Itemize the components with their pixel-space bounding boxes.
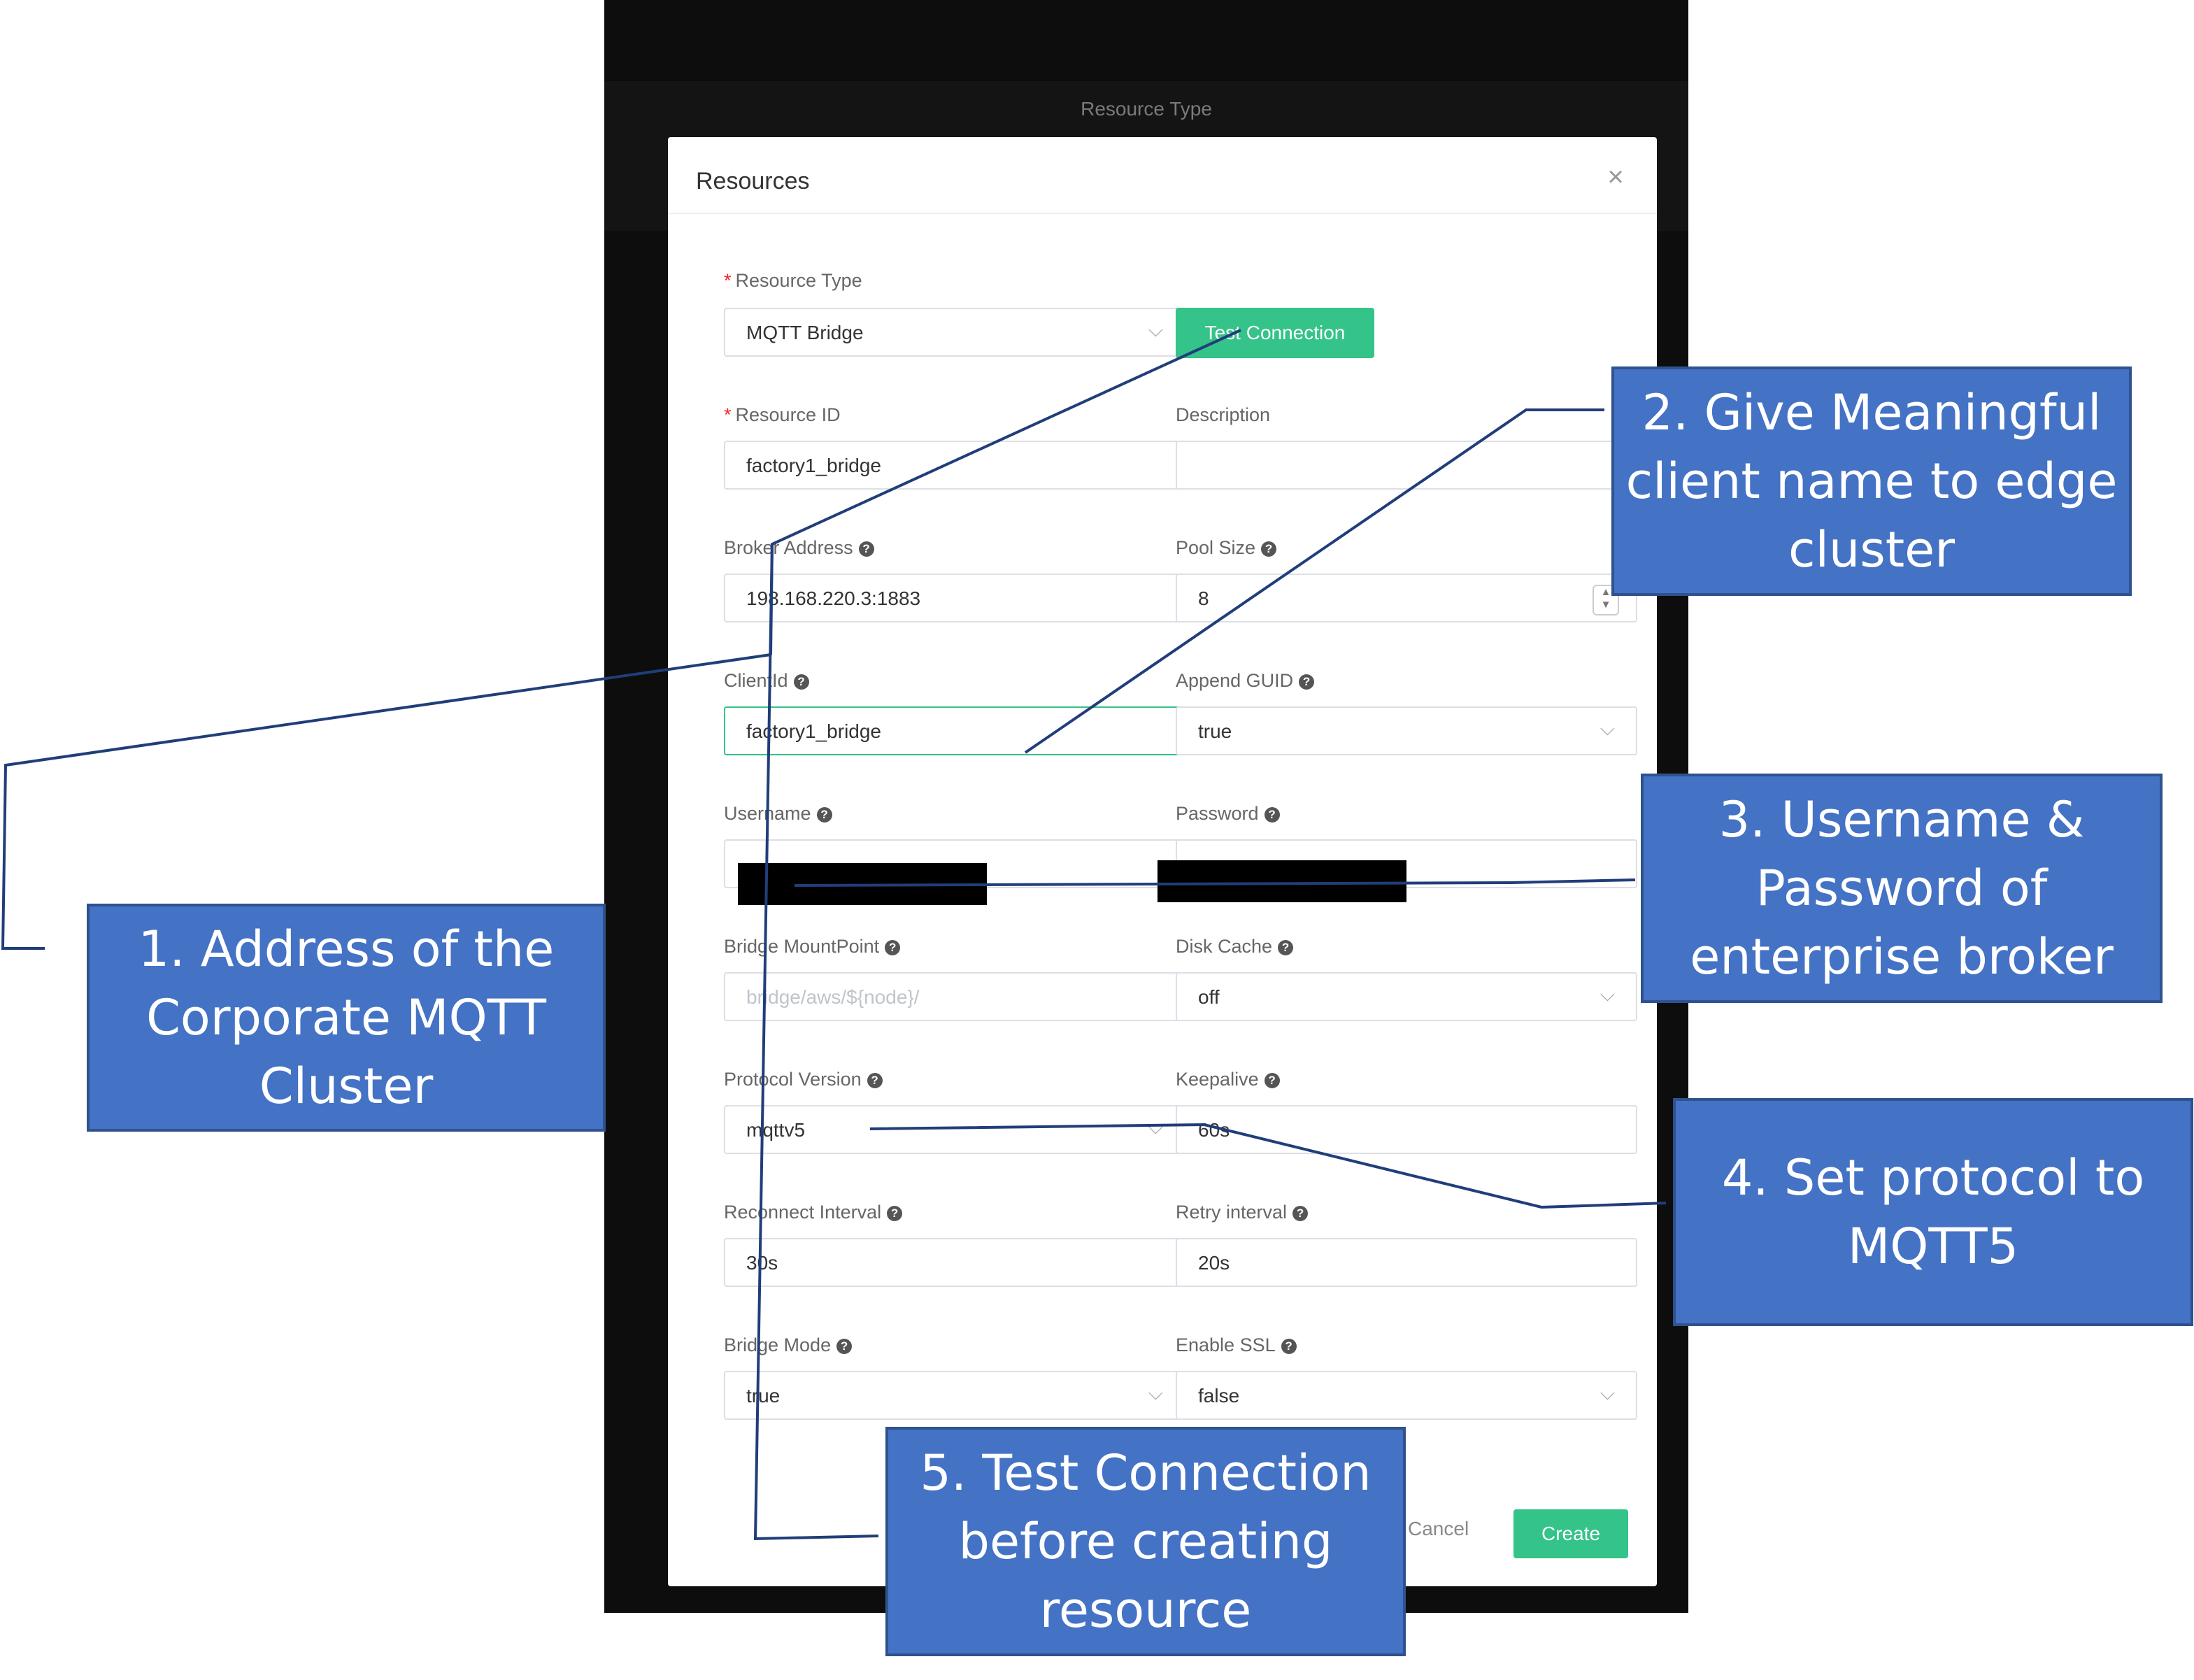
broker-address-label: Broker Address? [724,537,874,559]
resource-id-input[interactable]: factory1_bridge [724,441,1185,490]
resource-id-value: factory1_bridge [746,455,882,476]
retry-interval-label-text: Retry interval [1176,1202,1288,1223]
protocol-version-label-text: Protocol Version [724,1069,862,1090]
broker-address-input[interactable]: 198.168.220.3:1883 [724,574,1185,622]
help-icon[interactable]: ? [816,806,832,823]
resource-id-label: *Resource ID [724,404,841,426]
help-icon[interactable]: ? [836,1338,853,1354]
dialog-title: Resources [696,168,810,194]
resource-type-label: *Resource Type [724,270,862,292]
leader-line-client-name [1024,408,1604,754]
resource-type-select[interactable]: MQTT Bridge ⌵ [724,308,1185,357]
chevron-down-icon: ⌵ [1148,319,1163,341]
create-button[interactable]: Create [1513,1509,1628,1558]
reconnect-interval-label: Reconnect Interval? [724,1202,903,1223]
bridge-mountpoint-label: Bridge MountPoint? [724,936,901,958]
help-icon[interactable]: ? [1281,1338,1297,1354]
bridge-mountpoint-label-text: Bridge MountPoint [724,936,880,957]
resource-id-label-text: Resource ID [735,404,841,425]
callout-protocol-version: 4. Set protocol to MQTT5 [1673,1098,2193,1326]
chevron-down-icon: ⌵ [1148,1116,1163,1138]
help-icon[interactable]: ? [793,674,809,690]
enable-ssl-label: Enable SSL? [1176,1334,1297,1356]
protocol-version-select[interactable]: mqttv5 ⌵ [724,1105,1185,1154]
required-marker: * [724,404,732,425]
bridge-mode-value: true [746,1385,781,1407]
help-icon[interactable]: ? [1264,1072,1280,1088]
leader-line-test-connection [753,329,1241,1541]
reconnect-interval-value: 30s [746,1252,778,1274]
bridge-mountpoint-placeholder: bridge/aws/${node}/ [746,986,920,1008]
append-guid-select[interactable]: true ⌵ [1176,706,1637,755]
help-icon[interactable]: ? [1299,674,1315,690]
password-label: Password? [1176,803,1280,825]
callout-broker-address: 1. Address of the Corporate MQTT Cluster [87,904,606,1132]
number-stepper-icon[interactable]: ▲▼ [1593,585,1619,615]
test-connection-button[interactable]: Test Connection [1176,308,1374,358]
enable-ssl-select[interactable]: false ⌵ [1176,1371,1637,1420]
append-guid-label-text: Append GUID [1176,670,1294,691]
protocol-version-value: mqttv5 [746,1119,806,1141]
keepalive-label: Keepalive? [1176,1069,1280,1090]
bridge-mode-label: Bridge Mode? [724,1334,853,1356]
chevron-down-icon: ⌵ [1600,718,1615,739]
help-icon[interactable]: ? [858,541,874,557]
keepalive-label-text: Keepalive [1176,1069,1259,1090]
help-icon[interactable]: ? [1278,939,1294,955]
help-icon[interactable]: ? [1264,806,1280,823]
leader-line-protocol-version [869,1123,1667,1209]
help-icon[interactable]: ? [867,1072,883,1088]
retry-interval-label: Retry interval? [1176,1202,1309,1223]
enable-ssl-value: false [1198,1385,1240,1407]
broker-address-label-text: Broker Address [724,537,853,558]
retry-interval-value: 20s [1198,1252,1230,1274]
leader-line-broker-address [1,653,771,950]
callout-test-connection: 5. Test Connection before creating resou… [885,1427,1406,1656]
retry-interval-input[interactable]: 20s [1176,1238,1637,1287]
required-marker: * [724,270,732,291]
resources-dialog: Resources × *Resource Type MQTT Bridge ⌵… [668,137,1657,1586]
broker-address-value: 198.168.220.3:1883 [746,588,921,609]
disk-cache-value: off [1198,986,1220,1008]
help-icon[interactable]: ? [887,1205,903,1221]
protocol-version-label: Protocol Version? [724,1069,883,1090]
disk-cache-label: Disk Cache? [1176,936,1294,958]
resource-type-value: MQTT Bridge [746,322,864,343]
reconnect-interval-input[interactable]: 30s [724,1238,1185,1287]
callout-client-name: 2. Give Meaningful client name to edge c… [1611,366,2132,596]
chevron-down-icon: ⌵ [1148,1382,1163,1404]
append-guid-label: Append GUID? [1176,670,1315,692]
help-icon[interactable]: ? [1261,541,1277,557]
leader-line-username-password [794,878,1636,887]
client-id-label-text: ClientId [724,670,788,691]
pool-size-value: 8 [1198,588,1209,609]
chevron-down-icon: ⌵ [1600,1382,1615,1404]
keepalive-input[interactable]: 60s [1176,1105,1637,1154]
bridge-mode-select[interactable]: true ⌵ [724,1371,1185,1420]
dialog-header-divider [668,213,1657,214]
help-icon[interactable]: ? [1292,1205,1309,1221]
cancel-button[interactable]: Cancel [1408,1518,1469,1539]
reconnect-interval-label-text: Reconnect Interval [724,1202,882,1223]
client-id-label: ClientId? [724,670,809,692]
callout-username-password: 3. Username & Password of enterprise bro… [1641,774,2163,1003]
resource-type-label-text: Resource Type [735,270,862,291]
chevron-down-icon: ⌵ [1600,983,1615,1005]
disk-cache-select[interactable]: off ⌵ [1176,972,1637,1021]
close-icon[interactable]: × [1607,162,1624,192]
description-input[interactable] [1176,441,1637,490]
disk-cache-label-text: Disk Cache [1176,936,1273,957]
bridge-mode-label-text: Bridge Mode [724,1334,832,1355]
description-label: Description [1176,404,1271,425]
enable-ssl-label-text: Enable SSL [1176,1334,1276,1355]
password-redaction [1157,860,1406,902]
append-guid-value: true [1198,720,1232,742]
backdrop-column-title: Resource Type [1081,98,1212,120]
pool-size-label: Pool Size? [1176,537,1277,559]
pool-size-label-text: Pool Size [1176,537,1256,558]
client-id-input[interactable]: factory1_bridge [724,706,1185,755]
help-icon[interactable]: ? [885,939,901,955]
password-label-text: Password [1176,803,1259,824]
